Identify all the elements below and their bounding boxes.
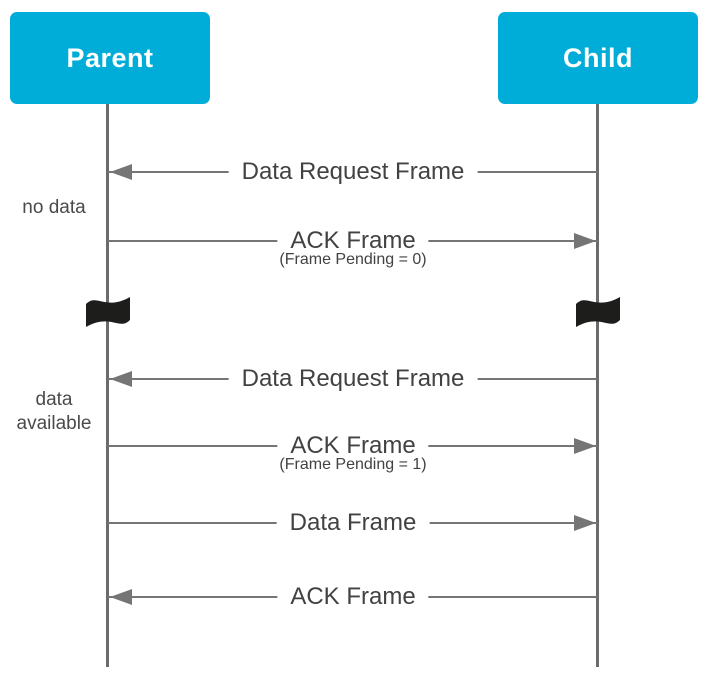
- side-note-no-data: no data: [22, 197, 86, 218]
- actor-label-parent: Parent: [66, 42, 154, 73]
- arrowhead-right-icon: [574, 438, 596, 454]
- side-note-data-available: data available: [16, 389, 92, 434]
- message-label: Data Request Frame: [228, 365, 478, 393]
- lifeline-parent: [106, 104, 109, 667]
- actor-box-child: Child: [498, 12, 698, 104]
- actor-box-parent: Parent: [10, 12, 210, 104]
- arrowhead-left-icon: [110, 589, 132, 605]
- message-label: ACK Frame: [277, 432, 429, 460]
- flag-icon: [574, 292, 622, 332]
- message-label: ACK Frame: [277, 227, 429, 255]
- flag-icon: [84, 292, 132, 332]
- lifeline-child: [596, 104, 599, 667]
- message-label: Data Request Frame: [228, 158, 478, 186]
- message-sublabel: (Frame Pending = 1): [273, 456, 433, 474]
- message-label: ACK Frame: [277, 583, 429, 611]
- arrowhead-left-icon: [110, 164, 132, 180]
- arrowhead-right-icon: [574, 515, 596, 531]
- arrowhead-right-icon: [574, 233, 596, 249]
- message-sublabel: (Frame Pending = 0): [273, 251, 433, 269]
- message-label: Data Frame: [276, 509, 430, 537]
- actor-label-child: Child: [563, 42, 633, 73]
- arrowhead-left-icon: [110, 371, 132, 387]
